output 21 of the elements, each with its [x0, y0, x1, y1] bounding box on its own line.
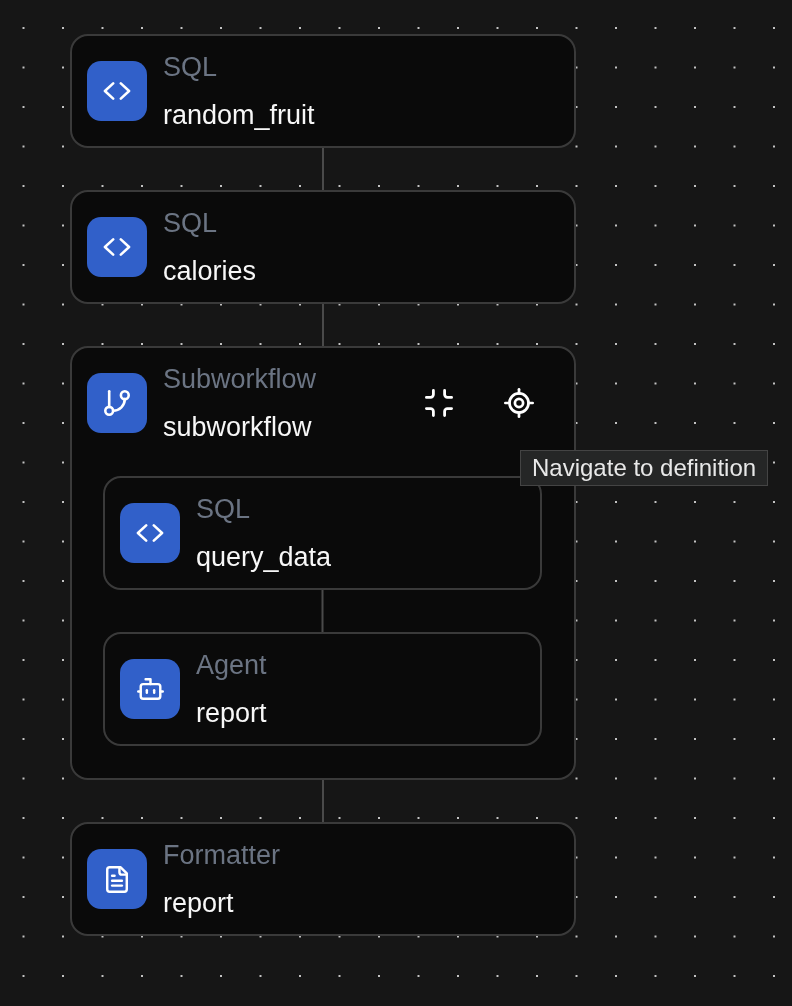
tooltip: Navigate to definition — [520, 450, 769, 486]
node-type-label: SQL — [163, 207, 219, 240]
connector-line — [322, 303, 324, 347]
process-box — [70, 34, 576, 148]
connector-line — [322, 147, 324, 191]
connector-line — [322, 779, 324, 823]
node-type-label: Subworkflow — [163, 363, 317, 396]
node-type-label: SQL — [163, 51, 219, 84]
node-name: report — [196, 697, 267, 730]
node-name: random_fruit — [163, 99, 315, 132]
node-name: calories — [163, 255, 257, 288]
node-name: query_data — [196, 541, 332, 574]
node-name: subworkflow — [163, 411, 313, 444]
node-type-label: SQL — [196, 493, 252, 526]
node-name: report — [163, 887, 235, 920]
process-box — [103, 632, 542, 746]
connector-line — [321, 589, 324, 633]
process-box — [70, 822, 576, 936]
process-box — [70, 190, 576, 304]
node-type-label: Formatter — [163, 839, 281, 872]
node-type-label: Agent — [196, 649, 267, 682]
